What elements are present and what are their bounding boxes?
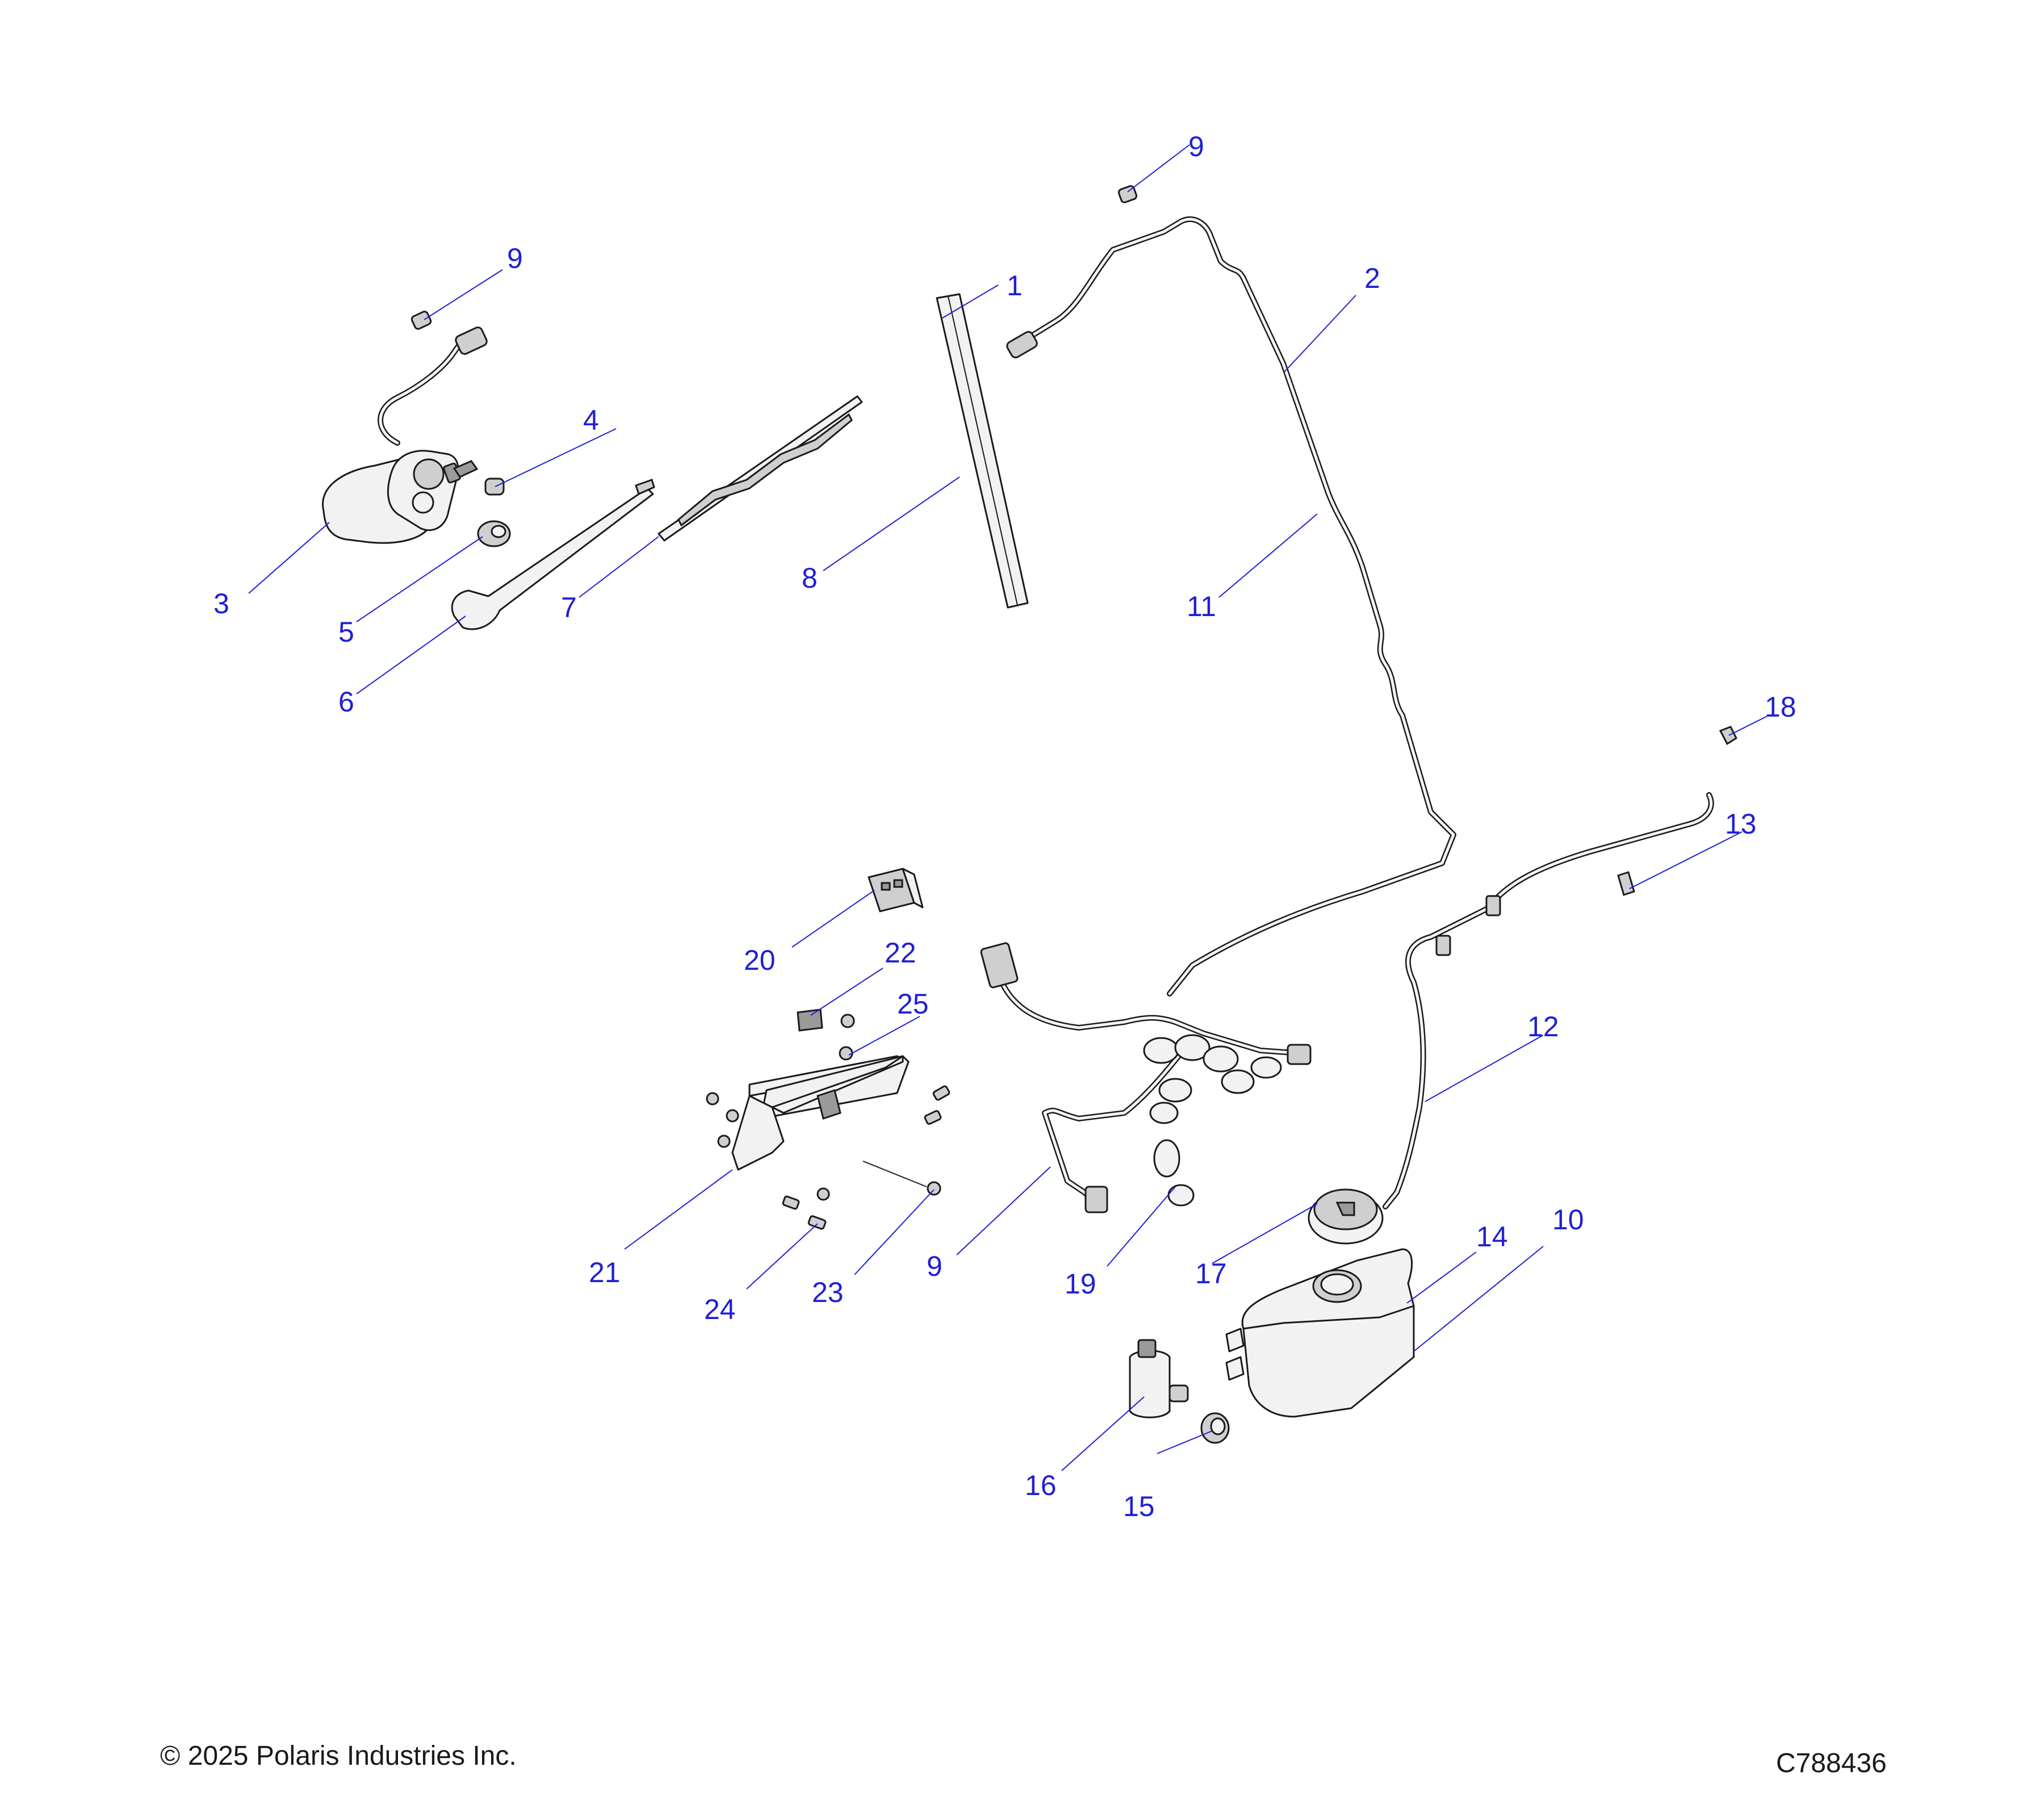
part-9-cap-upper-left: [411, 311, 432, 330]
callout-7: 7: [561, 592, 577, 623]
callout-5: 5: [338, 616, 354, 648]
callout-24: 24: [704, 1293, 736, 1325]
callout-21: 21: [589, 1257, 621, 1288]
callout-14: 14: [1476, 1221, 1508, 1253]
callout-9-upper-left: 9: [507, 242, 523, 274]
callout-9-harness: 9: [927, 1250, 943, 1282]
part-5-grommet: [477, 520, 511, 547]
callout-19: 19: [1065, 1268, 1096, 1300]
callout-6: 6: [338, 686, 354, 718]
part-9-cap-top: [1117, 185, 1138, 203]
part-7-wiper-blade: [657, 395, 863, 542]
part-8-seal-strip: [936, 293, 1029, 609]
part-6-wiper-arm: [451, 479, 655, 630]
part-12-supply-hose: [1383, 792, 1714, 1209]
part-3-wiper-motor: [322, 326, 488, 544]
part-4-nut: [484, 478, 505, 496]
callout-12: 12: [1527, 1011, 1559, 1043]
callout-10: 10: [1552, 1204, 1584, 1236]
part-23-24-fasteners: [782, 1085, 950, 1230]
part-10-reservoir-tank: [1225, 1248, 1415, 1418]
part-19-clip: [1153, 1139, 1195, 1207]
copyright-notice: © 2025 Polaris Industries Inc.: [160, 1741, 517, 1771]
part-15-grommet: [1200, 1412, 1230, 1444]
part-18-clip: [1719, 726, 1737, 746]
callout-18: 18: [1765, 691, 1796, 723]
part-21-bracket: [706, 1055, 910, 1171]
callout-17: 17: [1195, 1258, 1227, 1290]
part-11-washer-hose: [1006, 216, 1456, 997]
leader-lines: [248, 144, 1769, 1471]
part-16-washer-pump: [1129, 1339, 1189, 1418]
callout-labels: 9 4 3 5 6 7 8 1 9 2 11 18 13 12 14 10 17…: [213, 131, 1796, 1522]
callout-8: 8: [802, 562, 818, 594]
callout-4: 4: [583, 404, 599, 436]
callout-13: 13: [1725, 808, 1757, 840]
callout-2: 2: [1364, 262, 1380, 294]
part-9-wiring-harness: [980, 942, 1312, 1213]
part-20-connector: [868, 868, 924, 912]
callout-1: 1: [1007, 270, 1023, 302]
drawing-number: C788436: [1776, 1748, 1887, 1778]
callout-11: 11: [1187, 591, 1216, 622]
callout-9-top: 9: [1188, 131, 1204, 162]
callout-23: 23: [812, 1276, 844, 1308]
callout-25: 25: [897, 988, 929, 1020]
part-25-nuts: [839, 1014, 855, 1061]
part-22-pad: [797, 1008, 823, 1032]
callout-20: 20: [744, 944, 776, 976]
callout-22: 22: [885, 937, 916, 969]
callout-15: 15: [1123, 1491, 1155, 1522]
part-17-fill-cap: [1308, 1188, 1384, 1245]
part-13-clip: [1617, 871, 1635, 896]
callout-16: 16: [1025, 1469, 1057, 1501]
callout-3: 3: [213, 588, 229, 619]
